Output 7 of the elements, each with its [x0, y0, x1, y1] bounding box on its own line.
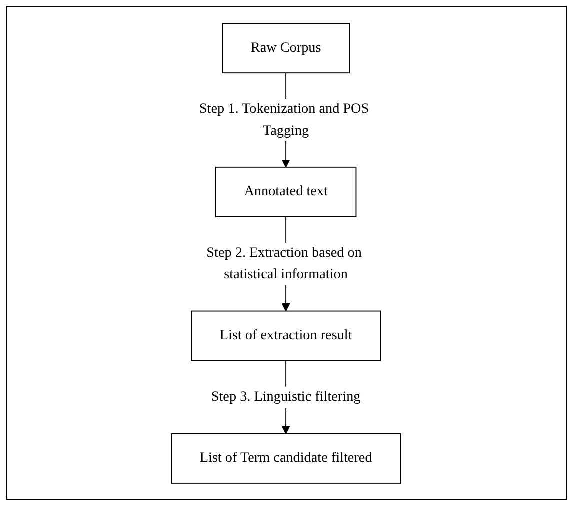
node-box: List of extraction result — [192, 310, 382, 361]
node-box: Annotated text — [216, 166, 358, 217]
edge-label: Step 2. Extraction based on statistical information — [207, 245, 362, 282]
edge-label: Step 1. Tokenization and POS Tagging — [200, 101, 370, 138]
edge-label: Step 3. Linguistic filtering — [212, 389, 362, 404]
node-box: List of Term candidate filtered — [172, 432, 402, 484]
node-box: Raw Corpus — [222, 22, 350, 74]
